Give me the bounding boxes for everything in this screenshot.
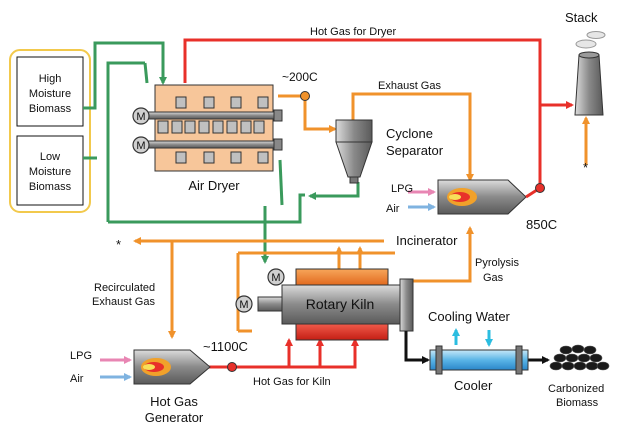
- low-moisture-biomass-box: [16, 135, 84, 206]
- hgg-label-2: Generator: [145, 410, 204, 425]
- temp-1100-label: ~1100C: [203, 339, 248, 354]
- rotary-kiln-label: Rotary Kiln: [306, 296, 374, 312]
- recirculation-star: *: [116, 237, 121, 252]
- hot-gas-kiln-label: Hot Gas for Kiln: [253, 376, 331, 388]
- temp-node-850: [535, 183, 545, 193]
- exhaust-gas-label: Exhaust Gas: [378, 80, 441, 92]
- hot-gas-generator: [133, 349, 211, 385]
- pyrolysis-label-2: Gas: [483, 272, 504, 284]
- product-flow-line: [404, 331, 430, 364]
- rotary-kiln: M M: [235, 268, 414, 341]
- air-hgg-label: Air: [70, 373, 84, 385]
- temp-200-label: ~200C: [282, 70, 318, 84]
- air-incinerator-label: Air: [386, 203, 400, 215]
- cyclone-separator: [335, 119, 373, 184]
- incinerator: [437, 179, 527, 215]
- kiln-motor-top-label: M: [271, 272, 280, 284]
- high-moisture-label-2: Moisture: [29, 88, 71, 100]
- hot-gas-lines: [183, 38, 574, 369]
- biomass-flow-lines: [83, 41, 360, 264]
- low-moisture-label-3: Biomass: [29, 181, 72, 193]
- air-dryer: M M: [132, 84, 283, 172]
- cyclone-label-2: Separator: [386, 143, 444, 158]
- temp-node-1100: [227, 362, 237, 372]
- hot-gas-dryer-label: Hot Gas for Dryer: [310, 26, 397, 38]
- kiln-motor-label: M: [239, 299, 248, 311]
- stack: [574, 31, 606, 116]
- low-moisture-label-2: Moisture: [29, 166, 71, 178]
- low-moisture-label-1: Low: [40, 151, 60, 163]
- carbonized-label-2: Biomass: [556, 397, 599, 409]
- temp-850-label: 850C: [526, 217, 557, 232]
- carbonized-biomass-pile: [549, 344, 610, 371]
- cooler-label: Cooler: [454, 378, 493, 393]
- dryer-motor-1-label: M: [136, 111, 145, 123]
- cooler: [429, 345, 529, 375]
- temp-node-200: [300, 91, 310, 101]
- air-dryer-label: Air Dryer: [188, 178, 240, 193]
- cooling-water-label: Cooling Water: [428, 309, 511, 324]
- dryer-motor-2-label: M: [136, 140, 145, 152]
- carbonized-label-1: Carbonized: [548, 383, 604, 395]
- stack-label: Stack: [565, 10, 598, 25]
- exhaust-gas-lines: [133, 92, 590, 339]
- stack-star: *: [583, 160, 588, 175]
- cyclone-label-1: Cyclone: [386, 126, 433, 141]
- recirculated-label-2: Exhaust Gas: [92, 296, 155, 308]
- pyrolysis-label-1: Pyrolysis: [475, 257, 520, 269]
- lpg-incinerator-label: LPG: [391, 183, 413, 195]
- incinerator-label: Incinerator: [396, 233, 458, 248]
- lpg-hgg-label: LPG: [70, 350, 92, 362]
- high-moisture-label-1: High: [39, 73, 62, 85]
- hgg-label-1: Hot Gas: [150, 394, 198, 409]
- high-moisture-label-3: Biomass: [29, 103, 72, 115]
- high-moisture-biomass-box: [16, 56, 84, 127]
- recirculated-label-1: Recirculated: [94, 282, 155, 294]
- feed-container: [9, 49, 91, 213]
